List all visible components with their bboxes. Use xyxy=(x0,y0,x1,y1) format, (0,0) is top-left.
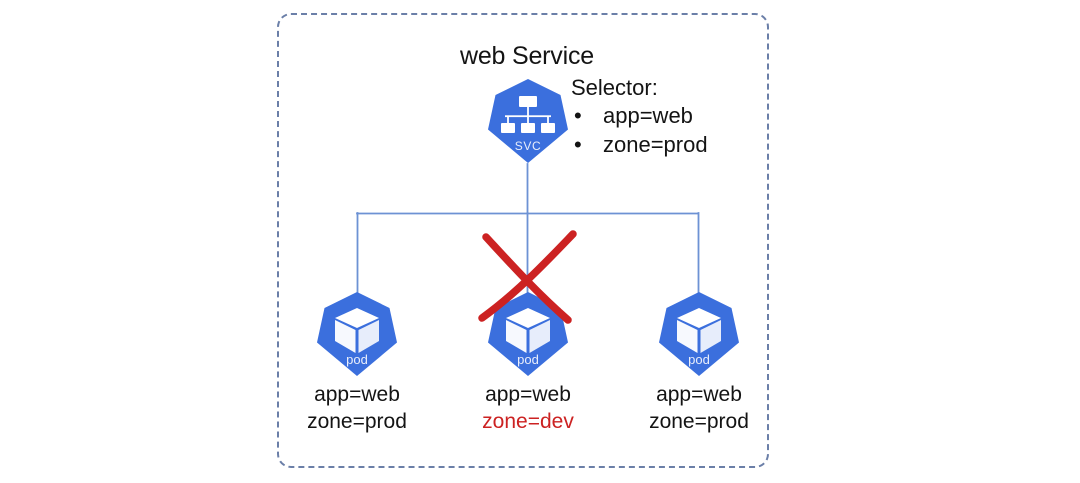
bullet-icon: • xyxy=(574,132,582,157)
pod-app-label: app=web xyxy=(485,383,571,406)
svc-icon-label: SVC xyxy=(515,139,541,153)
cube-glyph xyxy=(677,308,721,353)
selector-item-label: app=web xyxy=(603,103,693,128)
pod-icon-label: pod xyxy=(346,352,368,367)
pod-icon-label: pod xyxy=(517,352,539,367)
selector-list: • app=web • zone=prod xyxy=(571,101,781,159)
org-chart-glyph xyxy=(501,96,555,133)
service-title: web Service xyxy=(460,42,594,70)
selector-heading: Selector: xyxy=(571,75,658,100)
cube-glyph xyxy=(335,308,379,353)
pod-labels-2: app=web zone=dev xyxy=(428,381,628,435)
pod-labels-1: app=web zone=prod xyxy=(257,381,457,435)
pod-zone-label: zone=dev xyxy=(482,410,574,433)
kubernetes-service-icon[interactable]: SVC xyxy=(487,78,569,164)
pod-zone-label: zone=prod xyxy=(649,410,749,433)
pod-app-label: app=web xyxy=(314,383,400,406)
bullet-icon: • xyxy=(574,103,582,128)
kubernetes-pod-icon-1[interactable]: pod xyxy=(316,291,398,377)
selector-item-zone: • zone=prod xyxy=(571,130,781,159)
heptagon-shape xyxy=(659,292,739,376)
pod-zone-label: zone=prod xyxy=(307,410,407,433)
selector-item-app: • app=web xyxy=(571,101,781,130)
kubernetes-pod-icon-2[interactable]: pod xyxy=(487,291,569,377)
selector-item-label: zone=prod xyxy=(603,132,708,157)
diagram-boundary-frame xyxy=(277,13,769,468)
pod-app-label: app=web xyxy=(656,383,742,406)
service-selector-block: Selector: • app=web • zone=prod xyxy=(571,74,781,159)
heptagon-shape xyxy=(317,292,397,376)
pod-labels-3: app=web zone=prod xyxy=(599,381,799,435)
pod-icon-label: pod xyxy=(688,352,710,367)
kubernetes-pod-icon-3[interactable]: pod xyxy=(658,291,740,377)
